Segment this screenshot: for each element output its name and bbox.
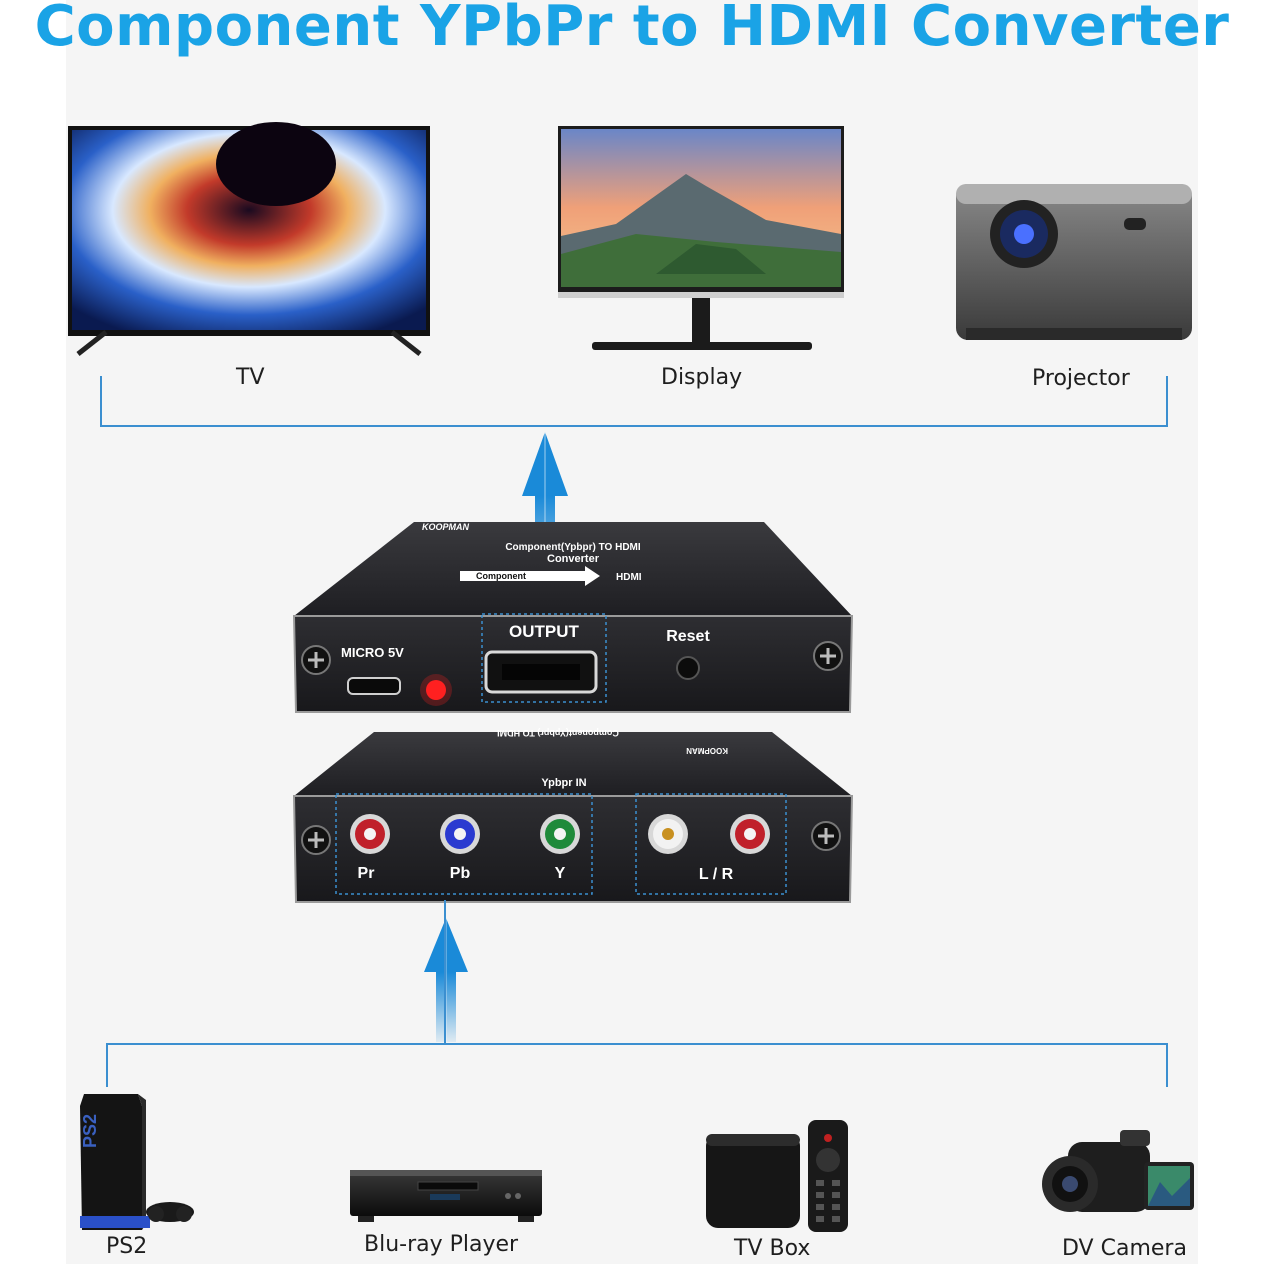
converter-bottom-details: Component(Ypbpr) TO HDMI KOOPMAN Ypbpr I… (301, 728, 841, 895)
reset-button[interactable] (676, 656, 700, 680)
input-label-tvbox: TV Box (734, 1236, 811, 1261)
mirror-text: Component(Ypbpr) TO HDMI (497, 728, 619, 738)
tv-icon (68, 122, 430, 356)
rca-port-y[interactable] (540, 814, 580, 854)
flow-arrow-icon (460, 566, 600, 586)
input-bracket-right (1166, 1043, 1168, 1087)
port-label-pb: Pb (450, 865, 471, 882)
input-bracket-stem (444, 900, 446, 1044)
input-label-dvcamera: DV Camera (1062, 1236, 1187, 1261)
rca-port-audio-left[interactable] (648, 814, 688, 854)
flow-arrow-from: Component (476, 571, 526, 581)
monitor-icon (558, 126, 844, 350)
port-label-y: Y (555, 865, 566, 882)
page-title: Component YPbPr to HDMI Converter (34, 0, 1230, 59)
brand-label-bottom: KOOPMAN (686, 746, 728, 755)
tv-box-icon (706, 1120, 848, 1232)
rca-port-pb[interactable] (440, 814, 480, 854)
flow-arrow-to: HDMI (616, 572, 642, 583)
input-label-bluray: Blu-ray Player (364, 1232, 519, 1257)
arrow-up-input-icon (424, 918, 468, 1042)
output-bracket-left (100, 376, 102, 426)
output-port-label: OUTPUT (509, 622, 580, 641)
power-led-icon (426, 680, 446, 700)
output-bracket-bar (100, 425, 1168, 427)
output-bracket-right (1166, 376, 1168, 426)
rca-port-pr[interactable] (350, 814, 390, 854)
micro-usb-label: MICRO 5V (341, 645, 404, 660)
ypbpr-in-label: Ypbpr IN (541, 777, 586, 789)
port-label-audio: L / R (699, 866, 734, 883)
converter-top-line2: Converter (547, 553, 600, 565)
reset-label: Reset (666, 628, 710, 645)
port-label-pr: Pr (358, 865, 375, 882)
micro-usb-port[interactable] (347, 677, 401, 695)
dv-camera-icon (1042, 1130, 1194, 1212)
audio-input-box (635, 793, 787, 895)
converter-top-line1: Component(Ypbpr) TO HDMI (505, 542, 641, 553)
projector-icon (956, 184, 1192, 340)
output-label-projector: Projector (1032, 366, 1130, 391)
input-bracket-bar (106, 1043, 1168, 1045)
output-highlight-box (481, 613, 607, 703)
output-label-display: Display (661, 365, 743, 390)
svg-text:PS2: PS2 (80, 1114, 100, 1148)
input-bracket-left (106, 1043, 108, 1087)
ps2-console-icon: PS2 (80, 1094, 194, 1230)
converter-top-details: KOOPMAN Component(Ypbpr) TO HDMI Convert… (301, 522, 843, 706)
input-label-ps2: PS2 (106, 1234, 148, 1259)
brand-label-top: KOOPMAN (422, 522, 470, 532)
rca-port-audio-right[interactable] (730, 814, 770, 854)
bluray-player-icon (350, 1170, 542, 1222)
video-input-box (335, 793, 593, 895)
output-label-tv: TV (236, 365, 265, 390)
